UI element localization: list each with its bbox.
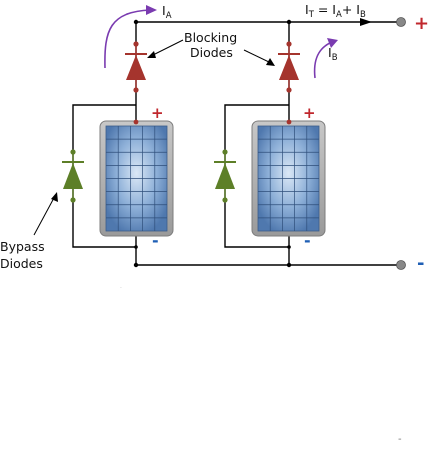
current-a-label: IA	[162, 3, 172, 21]
speck: ·	[120, 285, 122, 292]
solar-panel-b	[251, 120, 326, 237]
panel-grid	[106, 126, 167, 231]
blocking-diode-b	[278, 41, 300, 93]
current-b-label: IB	[328, 45, 338, 63]
blocking-diodes-label-line1: Blocking	[184, 30, 237, 45]
blocking-pointer-a-head	[147, 51, 156, 58]
diode-end	[286, 41, 292, 47]
diode-triangle	[126, 55, 146, 80]
diode-triangle	[215, 163, 235, 189]
junction-dot	[134, 245, 138, 249]
panel-b-top-dot	[286, 119, 292, 125]
bypass-diodes-label-line2: Diodes	[0, 256, 43, 271]
diode-end	[70, 197, 76, 203]
current-arrow-b	[313, 41, 333, 79]
panel-b-minus-sign: -	[304, 231, 311, 250]
diode-end	[222, 149, 228, 155]
current-arrow-a-head	[146, 5, 157, 15]
junction-dot	[287, 245, 291, 249]
diode-triangle	[279, 55, 299, 80]
panel-a-plus-sign: +	[151, 104, 164, 122]
junction-dot	[286, 19, 292, 25]
panel-b-plus-sign: +	[303, 104, 316, 122]
diode-end	[133, 87, 139, 93]
blocking-pointer-b	[243, 49, 272, 64]
diode-triangle	[63, 163, 83, 189]
bypass-pointer	[33, 195, 56, 236]
bus-arrowhead	[360, 18, 372, 26]
panel-a-minus-sign: -	[152, 231, 159, 250]
bypass-diodes-label-line1: Bypass	[0, 239, 45, 254]
output-plus-sign: +	[414, 13, 428, 34]
blocking-pointer-b-head	[266, 58, 275, 66]
diode-end	[70, 149, 76, 155]
speck: -	[398, 434, 402, 445]
current-arrow-a	[104, 9, 151, 69]
bypass-pointer-head	[51, 192, 58, 202]
blocking-diodes-label-line2: Diodes	[190, 45, 233, 60]
diode-end	[133, 41, 139, 47]
current-arrow-b-head	[327, 38, 338, 48]
output-minus-sign: -	[417, 253, 424, 274]
diode-end	[286, 87, 292, 93]
junction-dot	[133, 262, 139, 268]
solar-panel-a	[99, 120, 174, 237]
panel-a-top-dot	[133, 119, 139, 125]
junction-dot	[133, 19, 139, 25]
bypass-diode-b	[214, 149, 236, 203]
total-current-label: IT = IA+ IB	[305, 2, 366, 20]
junction-dot	[286, 262, 292, 268]
junction-dots	[133, 19, 292, 268]
positive-terminal	[396, 17, 406, 27]
negative-terminal	[396, 260, 406, 270]
bypass-diode-a	[62, 149, 84, 203]
blocking-pointer-a	[150, 39, 184, 57]
diode-end	[222, 197, 228, 203]
blocking-diode-a	[125, 41, 147, 93]
panel-grid	[258, 126, 319, 231]
